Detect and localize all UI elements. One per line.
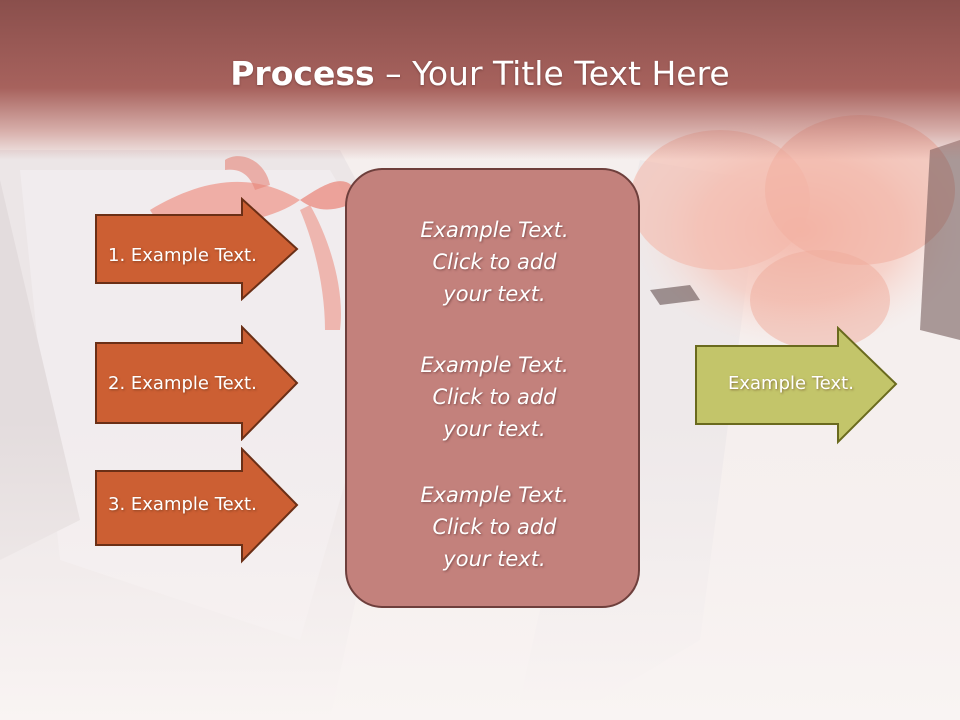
left-arrow-1-label: 1. Example Text. — [108, 245, 257, 266]
center-item-1: Example Text. Click to add your text. — [420, 218, 569, 306]
left-arrow-3[interactable] — [94, 447, 300, 565]
right-arrow[interactable] — [694, 326, 900, 446]
left-arrow-1[interactable] — [94, 197, 300, 301]
title-rest-part: – Your Title Text Here — [374, 54, 730, 93]
title-band — [0, 0, 960, 160]
left-arrow-3-label: 3. Example Text. — [108, 494, 257, 515]
center-text-box[interactable]: Example Text. Click to add your text. Ex… — [345, 168, 640, 608]
center-item-3: Example Text. Click to add your text. — [420, 483, 569, 571]
slide-title: Process – Your Title Text Here — [0, 52, 960, 96]
left-arrow-2-label: 2. Example Text. — [108, 373, 257, 394]
right-arrow-label: Example Text. — [728, 373, 854, 394]
title-bold-part: Process — [230, 54, 375, 93]
center-item-2: Example Text. Click to add your text. — [420, 353, 569, 441]
left-arrow-2[interactable] — [94, 325, 300, 441]
